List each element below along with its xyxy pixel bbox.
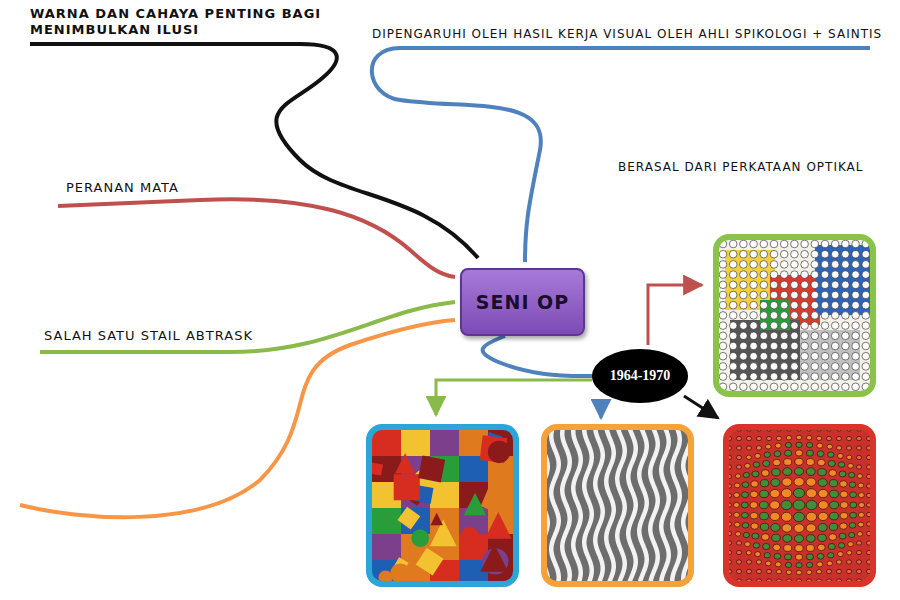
artwork-frame xyxy=(723,424,876,587)
arrow xyxy=(648,285,702,345)
leader-line xyxy=(30,44,478,258)
artwork xyxy=(547,430,688,581)
branch-label: BERASAL DARI PERKATAAN OPTIKAL xyxy=(618,160,898,175)
arrow xyxy=(600,402,603,418)
branch-label: WARNA DAN CAHAYA PENTING BAGI MENIMBULKA… xyxy=(30,6,350,39)
artwork xyxy=(719,240,870,391)
arrow xyxy=(436,380,592,415)
branch-label: PERANAN MATA xyxy=(66,180,266,196)
arrow xyxy=(684,396,718,418)
artwork xyxy=(729,430,870,581)
branch-label: DIPENGARUHI OLEH HASIL KERJA VISUAL OLEH… xyxy=(372,27,892,42)
artwork xyxy=(372,430,513,581)
topic-box: SENI OP xyxy=(460,268,585,336)
connector xyxy=(483,336,593,376)
leader-line xyxy=(20,320,455,517)
topic-title: SENI OP xyxy=(476,291,569,313)
artwork-frame xyxy=(713,234,876,397)
date-ellipse: 1964-1970 xyxy=(592,349,688,403)
leader-line xyxy=(40,302,455,352)
branch-label: SALAH SATU STAIL ABTRASK xyxy=(44,328,304,344)
artwork-frame xyxy=(366,424,519,587)
date-text: 1964-1970 xyxy=(610,368,671,384)
leader-line xyxy=(58,199,455,277)
leader-line xyxy=(372,48,870,262)
